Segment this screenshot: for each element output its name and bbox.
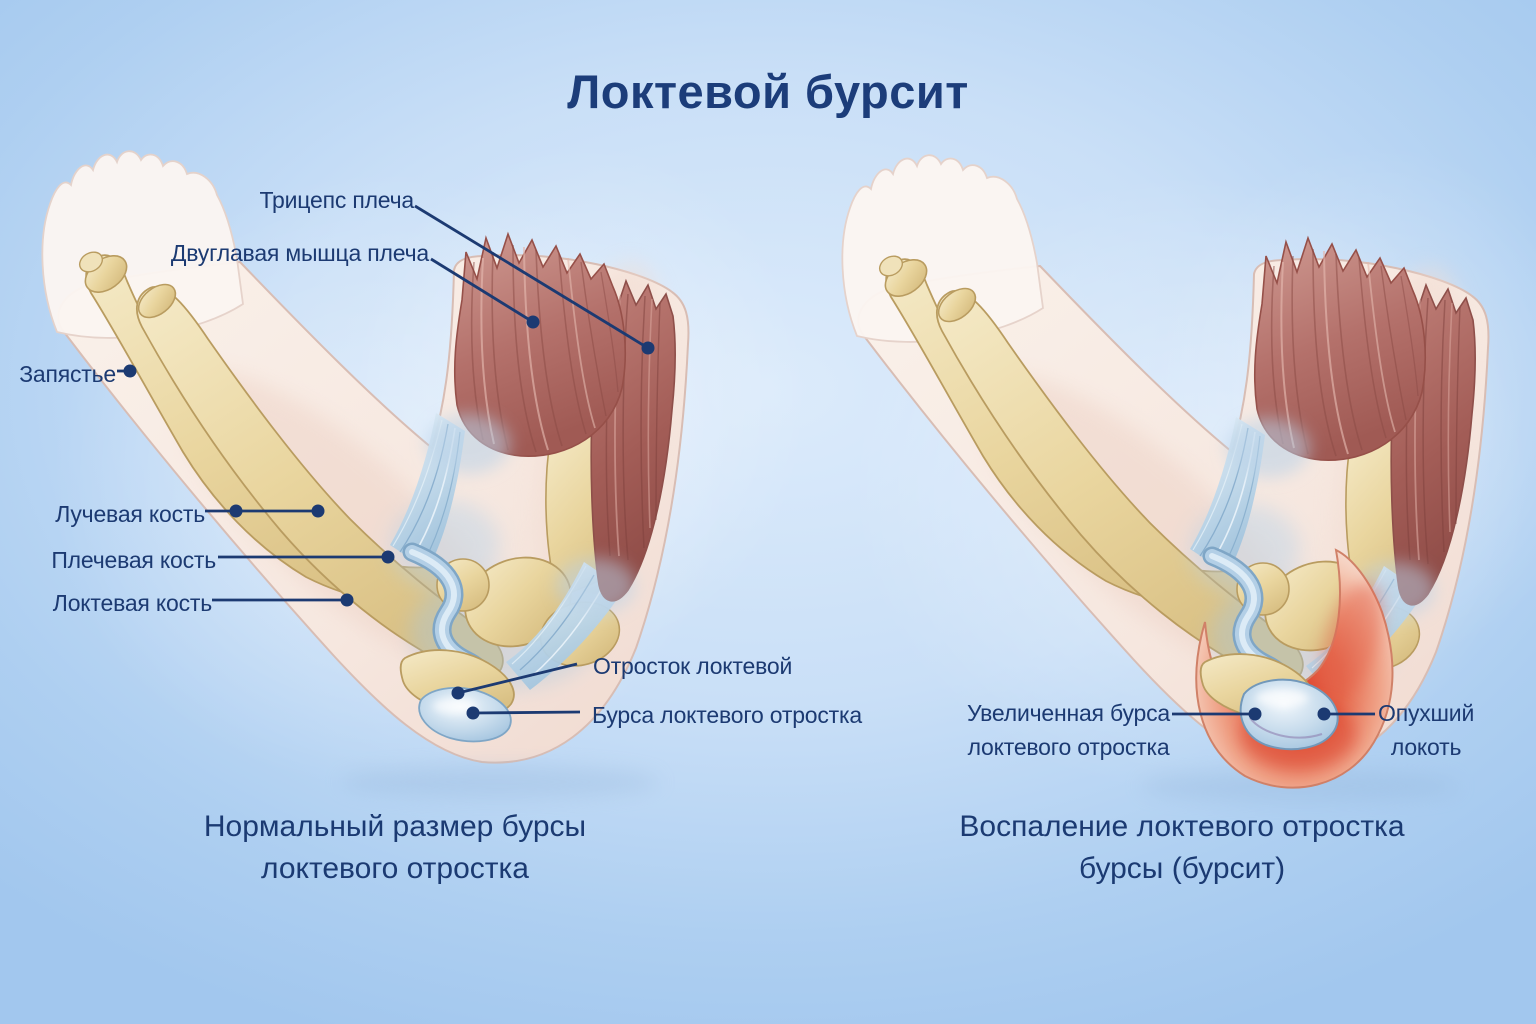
label-swollen-elbow-line2: локоть [1390,734,1462,760]
label-swollen-elbow: Опухший локоть [1378,696,1474,764]
panel-bursitis-illustration [842,144,1536,802]
label-triceps: Трицепс плеча [259,187,414,213]
enlarged-bursa [1239,678,1339,751]
caption-bursitis-line1: Воспаление локтевого отростка [959,810,1405,843]
normal-bursa [418,687,512,743]
page-title: Локтевой бурсит [567,65,969,118]
label-ulna: Локтевая кость [52,590,212,616]
label-enlarged-bursa-line1: Увеличенная бурса [967,700,1170,726]
label-swollen-elbow-line1: Опухший [1378,700,1475,726]
label-enlarged-bursa: Увеличенная бурса локтевого отростка [967,696,1170,764]
caption-bursitis: Воспаление локтевого отростка бурсы (бур… [882,806,1482,890]
panel-normal-illustration [42,140,810,798]
label-biceps: Двуглавая мышца плеча [170,240,429,266]
leader-lines [117,204,1375,721]
label-wrist: Запястье [19,361,116,387]
label-enlarged-bursa-line2: локтевого отростка [967,734,1170,760]
label-olecranon: Отросток локтевой [593,653,793,679]
label-radius: Лучевая кость [55,501,205,527]
caption-normal-line1: Нормальный размер бурсы [203,810,587,843]
caption-normal: Нормальный размер бурсы локтевого отрост… [95,806,695,890]
caption-normal-line2: локтевого отростка [260,852,529,885]
caption-bursitis-line2: бурсы (бурсит) [1078,852,1286,885]
label-humerus: Плечевая кость [51,547,216,573]
label-olecranon-bursa: Бурса локтевого отростка [592,702,862,728]
